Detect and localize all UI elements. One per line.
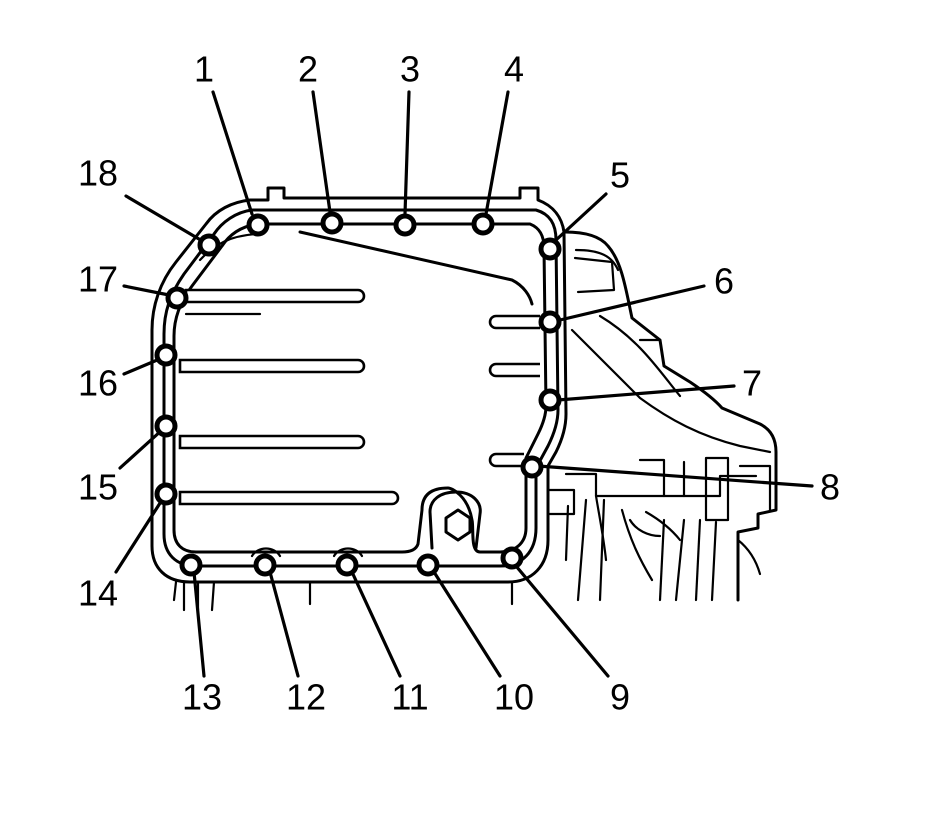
callout-14: 14 — [78, 573, 118, 614]
callout-9: 9 — [610, 677, 630, 718]
bolt-15 — [154, 414, 178, 438]
leader-line — [311, 90, 332, 214]
leader-line — [556, 384, 736, 402]
leader-line — [118, 428, 164, 470]
leader-line — [514, 564, 610, 678]
bolt-1 — [246, 213, 270, 237]
bolt-12 — [253, 553, 277, 577]
leader-lines — [114, 90, 814, 678]
bolt-2 — [320, 211, 344, 235]
pan-rib — [488, 452, 524, 468]
bolt-8 — [520, 455, 544, 479]
pan-rib — [178, 490, 400, 506]
bolt-9 — [500, 546, 524, 570]
callout-15: 15 — [78, 467, 118, 508]
leader-line — [350, 570, 402, 678]
callout-6: 6 — [714, 261, 734, 302]
pan-rib — [488, 362, 540, 378]
leader-line — [192, 570, 206, 678]
bolt-10 — [416, 553, 440, 577]
leader-line — [558, 284, 706, 322]
callout-10: 10 — [494, 677, 534, 718]
transmission-case — [546, 230, 778, 602]
callout-2: 2 — [298, 49, 318, 90]
bolt-5 — [538, 237, 562, 261]
leader-line — [536, 464, 814, 488]
leader-line — [114, 498, 164, 574]
pan-ribs — [178, 288, 540, 506]
leader-line — [211, 90, 254, 216]
callout-17: 17 — [78, 259, 118, 300]
pan-rib — [488, 314, 540, 330]
callout-8: 8 — [820, 467, 840, 508]
bolt-11 — [335, 553, 359, 577]
bolt-4 — [471, 212, 495, 236]
callout-1: 1 — [194, 49, 214, 90]
bolt-18 — [197, 233, 221, 257]
callout-18: 18 — [78, 153, 118, 194]
bolt-3 — [393, 213, 417, 237]
pan-rib — [178, 434, 366, 450]
leader-line — [432, 570, 502, 678]
leader-line — [484, 90, 510, 216]
leader-line — [268, 570, 300, 678]
callout-3: 3 — [400, 49, 420, 90]
bolt-14 — [154, 482, 178, 506]
pan-rib — [178, 358, 366, 374]
callout-4: 4 — [504, 49, 524, 90]
callout-11: 11 — [391, 677, 428, 718]
bolt-16 — [154, 343, 178, 367]
leader-line — [124, 194, 206, 244]
leader-line — [122, 356, 164, 376]
pan-bolts — [154, 211, 562, 577]
callout-12: 12 — [286, 677, 326, 718]
callout-5: 5 — [610, 155, 630, 196]
bolt-6 — [538, 310, 562, 334]
bolt-13 — [179, 553, 203, 577]
bolt-17 — [165, 286, 189, 310]
bolt-7 — [538, 388, 562, 412]
leader-line — [403, 90, 411, 216]
callout-13: 13 — [182, 677, 222, 718]
leader-line — [122, 284, 176, 298]
callout-numbers: 1 2 3 4 5 6 7 8 9 10 11 12 13 14 15 16 1… — [78, 49, 840, 718]
pan-rib — [184, 288, 366, 304]
callout-7: 7 — [742, 363, 762, 404]
callout-16: 16 — [78, 363, 118, 404]
leader-line — [554, 192, 608, 242]
